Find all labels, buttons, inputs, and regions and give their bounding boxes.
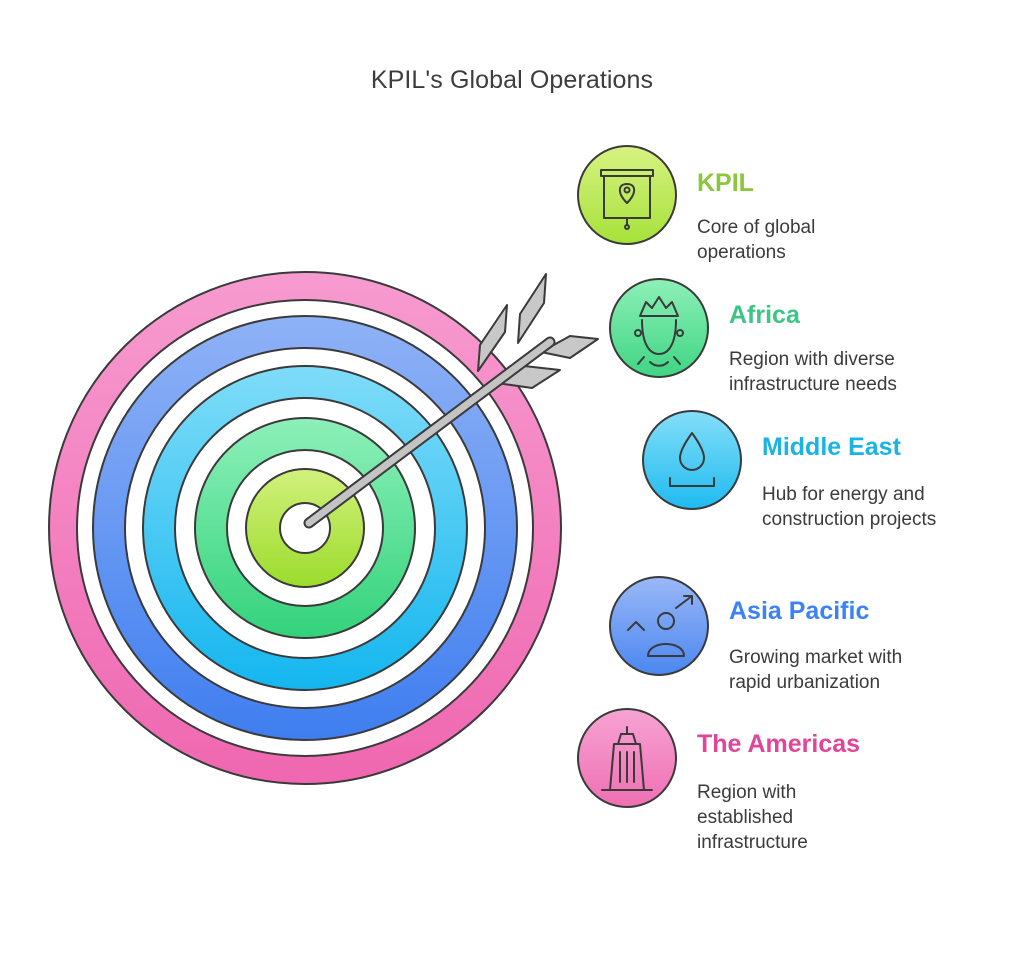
americas-title: The Americas	[697, 730, 861, 758]
asia-pacific-title: Asia Pacific	[729, 597, 870, 625]
americas-description: Region with established infrastructure	[697, 782, 808, 853]
africa-title: Africa	[729, 301, 800, 329]
arrow-fletching-upper-right	[517, 273, 547, 344]
kpil-icon-badge	[577, 145, 677, 245]
americas-icon-badge	[577, 708, 677, 808]
kpil-title: KPIL	[697, 169, 754, 197]
asia-pacific-icon-badge	[609, 576, 709, 676]
arrow-shaft-fill	[305, 338, 554, 527]
arrow-fletching-upper-left	[477, 304, 508, 372]
skyscraper-icon	[601, 726, 653, 791]
middle-east-description: Hub for energy and construction projects	[762, 484, 937, 530]
arrow-fletching-lower-right	[540, 335, 599, 359]
kpil-description: Core of global operations	[697, 217, 816, 263]
africa-icon-badge	[609, 278, 709, 378]
person-growth-icon	[627, 595, 693, 657]
africa-description: Region with diverse infrastructure needs	[729, 349, 897, 395]
middle-east-icon-badge	[642, 410, 742, 510]
target-rings	[48, 271, 562, 785]
asia-pacific-description: Growing market with rapid urbanization	[729, 647, 903, 693]
page-title: KPIL's Global Operations	[370, 66, 654, 94]
map-pin-board-icon	[600, 169, 654, 230]
arrow	[303, 273, 599, 529]
african-woman-icon	[634, 296, 684, 367]
water-drop-basin-icon	[669, 432, 715, 487]
middle-east-title: Middle East	[762, 433, 901, 461]
